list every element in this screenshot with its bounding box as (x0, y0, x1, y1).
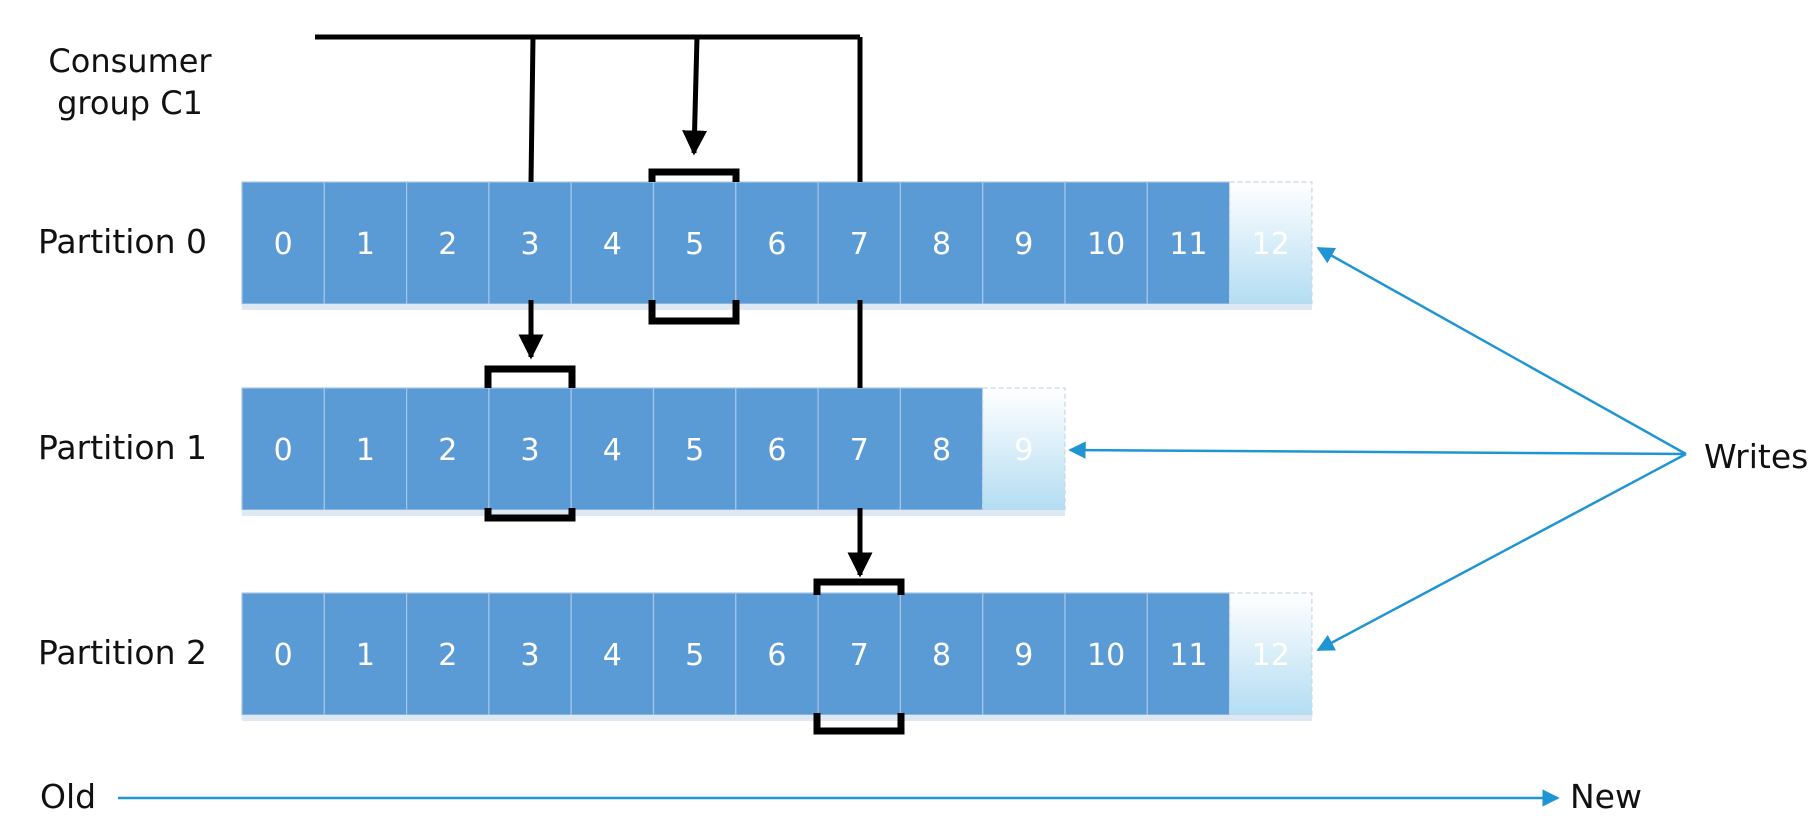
partition-0-offset-cell (1146, 181, 1231, 305)
partition-0-pending-offset-label: 12 (1252, 227, 1290, 262)
partition-1-offset-cell (570, 387, 655, 511)
partition-2-offset-label: 5 (685, 638, 704, 673)
partition-0-offset-cell (817, 181, 901, 305)
partition-1-offset-cell (899, 387, 984, 511)
writes-arrows (1068, 246, 1687, 652)
writes-label: Writes (1704, 437, 1808, 476)
partition-1-offset-label: 4 (603, 433, 622, 468)
partition-2-pending-offset-cell (1228, 592, 1313, 716)
partition-2-offset-cell (241, 592, 325, 716)
partition-2-offset-label: 11 (1169, 638, 1207, 673)
partition-0-offset-label: 10 (1087, 227, 1125, 262)
partition-0-offset-label: 2 (438, 227, 457, 262)
partition-2-offset-label: 7 (850, 638, 869, 673)
partition-2-offset-label: 10 (1087, 638, 1125, 673)
partition-0-offset-label: 7 (850, 227, 869, 262)
partition-2-baseline (242, 715, 1312, 721)
timeline-old-label: Old (40, 777, 96, 816)
partition-0-offset-label: 6 (767, 227, 786, 262)
partition-2-offset-label: 0 (274, 638, 293, 673)
partition-2-offset-cell (899, 592, 984, 716)
partition-0-offset-label: 3 (521, 227, 540, 262)
partition-1-cells: 0 1 2 3 4 5 6 7 8 9 (241, 387, 1066, 516)
partition-2-offset-label: 8 (932, 638, 951, 673)
consumer-connectors (315, 34, 860, 575)
partition-0-offset-label: 11 (1169, 227, 1207, 262)
partition-2-offset-label: 2 (438, 638, 457, 673)
partition-0-offset-cell (323, 181, 408, 305)
partition-0-offset-cell (652, 181, 737, 305)
partition-0-offset-cell (570, 181, 655, 305)
timeline-new-label: New (1570, 777, 1642, 816)
partition-2-offset-label: 3 (521, 638, 540, 673)
partition-1-offset-cell (652, 387, 737, 511)
partition-2-label: Partition 2 (38, 633, 207, 672)
partition-0-offset-label: 8 (932, 227, 951, 262)
partition-1-offset-cell (241, 387, 325, 511)
partition-1-offset-label: 2 (438, 433, 457, 468)
partition-1-offset-label: 1 (356, 433, 375, 468)
partition-0-offset-label: 5 (685, 227, 704, 262)
consumer-group-label-line2: group C1 (57, 84, 203, 122)
partition-0-offset-label: 9 (1014, 227, 1033, 262)
partition-1-offset-cell (488, 387, 572, 511)
connector-partition-1 (531, 36, 533, 357)
partition-1-label: Partition 1 (38, 428, 207, 467)
partition-0-pending-offset-cell (1228, 181, 1313, 305)
writes-arrow-partition-2 (1316, 452, 1687, 652)
partition-0-offset-label: 4 (603, 227, 622, 262)
partition-0-baseline (242, 304, 1312, 310)
partition-2-offset-label: 9 (1014, 638, 1033, 673)
partition-2-offset-cell (488, 592, 572, 716)
partition-2-offset-label: 6 (767, 638, 786, 673)
partition-1-baseline (242, 510, 1065, 516)
partition-1-offset-label: 0 (274, 433, 293, 468)
partition-2-pending-offset-label: 12 (1252, 638, 1290, 673)
partition-1-offset-label: 5 (685, 433, 704, 468)
partition-1-offset-cell (735, 387, 819, 511)
partition-2-offset-cell (323, 592, 408, 716)
partition-1-row: Partition 1 0 1 2 3 4 5 6 7 8 9 (38, 387, 1066, 516)
partition-0-offset-cell (488, 181, 572, 305)
partition-0-offset-cell (982, 181, 1066, 305)
partition-1-pending-offset-cell (982, 387, 1066, 511)
partition-1-offset-cell (817, 387, 901, 511)
partition-1-offset-cell (406, 387, 490, 511)
partition-2-offset-label: 4 (603, 638, 622, 673)
partition-1-pending-offset-label: 9 (1014, 433, 1033, 468)
partition-1-offset-label: 6 (767, 433, 786, 468)
partition-0-offset-cell (241, 181, 325, 305)
consumer-group-label-line1: Consumer (48, 42, 212, 80)
partition-2-offset-cell (735, 592, 819, 716)
partition-0-label: Partition 0 (38, 222, 207, 261)
partition-1-offset-label: 8 (932, 433, 951, 468)
partition-0-offset-label: 0 (274, 227, 293, 262)
partition-1-offset-label: 7 (850, 433, 869, 468)
partition-0-offset-label: 1 (356, 227, 375, 262)
partition-2-offset-cell (406, 592, 490, 716)
writes-arrow-partition-1 (1068, 441, 1687, 459)
connector-partition-0 (682, 36, 708, 156)
partition-2-offset-label: 1 (356, 638, 375, 673)
writes-arrow-partition-0 (1316, 246, 1687, 456)
partition-1-offset-label: 3 (521, 433, 540, 468)
partition-0-position-marker (648, 168, 740, 325)
partition-0-offset-cell (406, 181, 490, 305)
